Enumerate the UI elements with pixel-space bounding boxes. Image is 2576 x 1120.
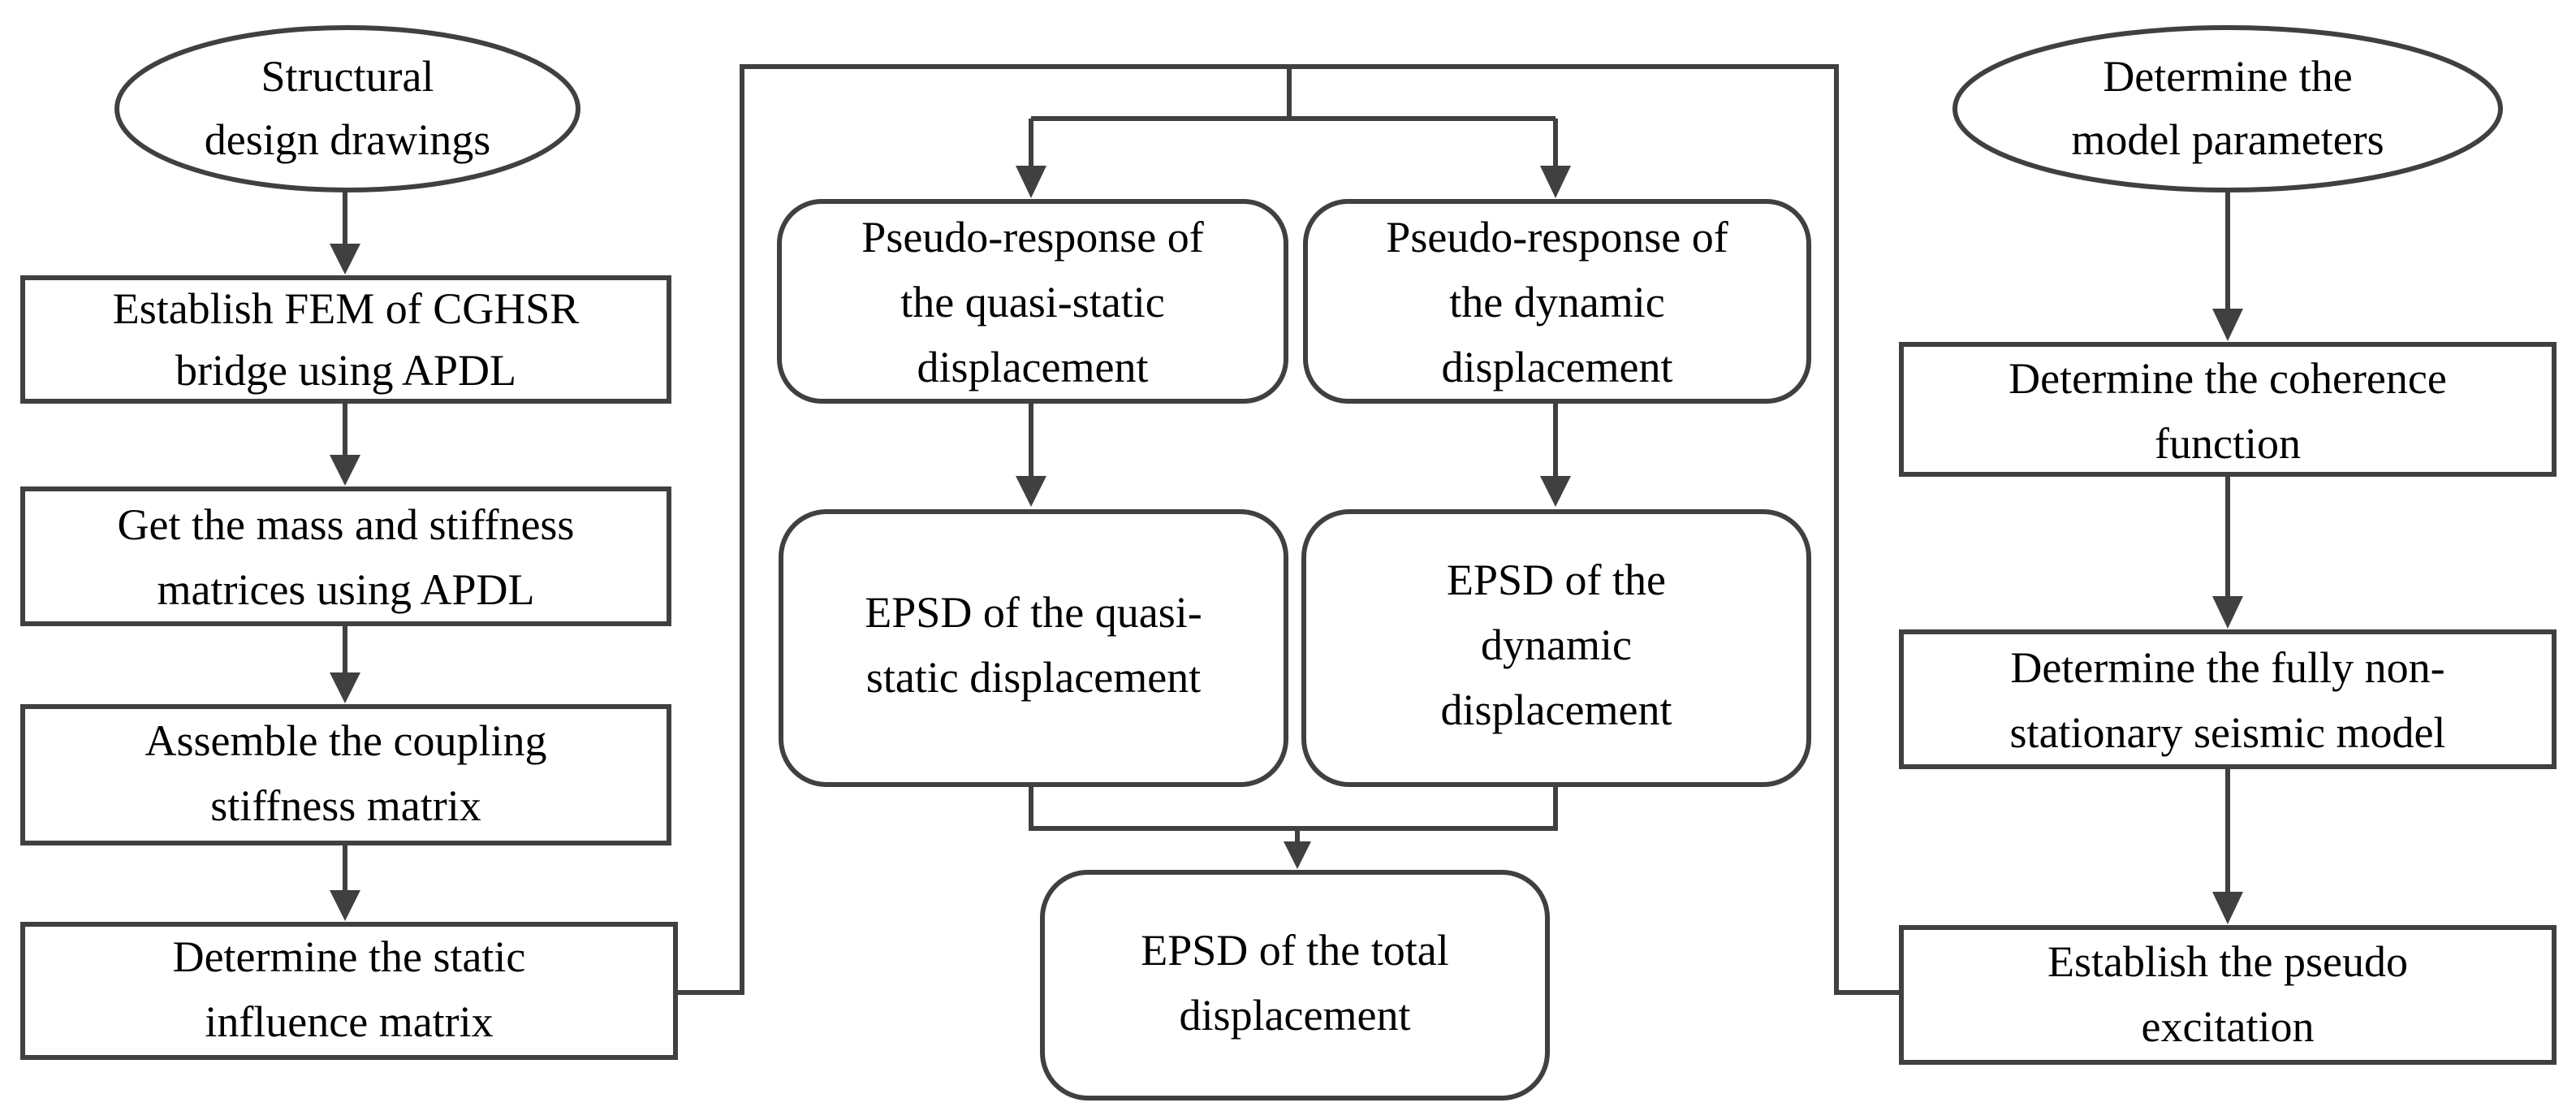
node-seismic-model: Determine the fully non- stationary seis…: [1899, 629, 2557, 769]
arrowhead: [2212, 596, 2243, 629]
node-text-line: stationary seismic model: [2010, 708, 2446, 757]
node-text-line: influence matrix: [205, 997, 493, 1046]
node-text-line: model parameters: [2071, 115, 2384, 164]
node-text-line: static displacement: [866, 653, 1201, 702]
node-text-line: displacement: [1180, 991, 1411, 1040]
process-box: [20, 704, 671, 845]
node-text-line: Establish the pseudo: [2047, 937, 2408, 986]
node-text-line: Assemble the coupling: [145, 716, 547, 765]
node-structural-drawings: Structural design drawings: [114, 25, 580, 192]
node-epsd-total: EPSD of the total displacement: [1040, 870, 1550, 1101]
node-text-line: Get the mass and stiffness: [118, 500, 575, 549]
arrowhead: [1016, 166, 1046, 198]
arrowhead: [2212, 892, 2243, 924]
node-text-line: EPSD of the: [1447, 556, 1666, 604]
start-ellipse: [114, 25, 580, 192]
node-pseudo-quasi-static: Pseudo-response of the quasi-static disp…: [777, 199, 1288, 404]
rounded-box: [777, 199, 1288, 404]
node-text-line: dynamic: [1481, 621, 1632, 669]
arrowhead: [1540, 166, 1571, 198]
connectors: [330, 64, 2243, 995]
node-static-influence: Determine the static influence matrix: [20, 922, 678, 1060]
node-text-line: Determine the fully non-: [2010, 643, 2444, 692]
node-text-line: excitation: [2142, 1002, 2315, 1051]
node-text-line: displacement: [917, 343, 1149, 391]
arrowhead: [330, 244, 360, 275]
rounded-box: [1301, 509, 1811, 787]
line-epsd-merge: [1029, 786, 1558, 831]
node-text-line: the dynamic: [1449, 278, 1664, 326]
rounded-box: [1040, 870, 1550, 1101]
node-pseudo-dynamic: Pseudo-response of the dynamic displacem…: [1303, 199, 1811, 404]
rounded-box: [1303, 199, 1811, 404]
node-text-line: matrices using APDL: [157, 565, 535, 614]
node-text-line: Pseudo-response of: [861, 213, 1203, 262]
process-box: [20, 275, 671, 404]
arrowhead: [1016, 476, 1046, 507]
node-assemble-coupling: Assemble the coupling stiffness matrix: [20, 704, 671, 845]
node-epsd-quasi-static: EPSD of the quasi- static displacement: [779, 509, 1288, 787]
node-text-line: Determine the: [2103, 52, 2352, 101]
process-box: [20, 922, 678, 1060]
node-text-line: bridge using APDL: [175, 346, 516, 395]
node-text-line: displacement: [1442, 343, 1673, 391]
rounded-box: [779, 509, 1288, 787]
arrowhead: [330, 455, 360, 486]
process-box: [1899, 342, 2557, 477]
arrowhead: [1284, 841, 1311, 869]
node-text-line: Establish FEM of CGHSR: [113, 284, 580, 333]
process-box: [1899, 925, 2557, 1065]
node-pseudo-excitation: Establish the pseudo excitation: [1899, 925, 2557, 1065]
node-epsd-dynamic: EPSD of the dynamic displacement: [1301, 509, 1811, 787]
node-coherence-function: Determine the coherence function: [1899, 342, 2557, 477]
node-text-line: Pseudo-response of: [1386, 213, 1728, 262]
node-text-line: Structural: [261, 52, 434, 101]
arrowhead: [2212, 309, 2243, 341]
node-text-line: function: [2155, 419, 2301, 468]
node-text-line: stiffness matrix: [210, 781, 481, 830]
arrowhead: [1540, 476, 1571, 507]
node-text-line: the quasi-static: [900, 278, 1164, 326]
node-text-line: Determine the coherence: [2009, 354, 2447, 403]
start-ellipse: [1952, 25, 2503, 192]
arrowhead: [330, 672, 360, 703]
node-text-line: EPSD of the total: [1141, 926, 1448, 975]
arrowhead: [330, 890, 360, 921]
process-box: [20, 486, 671, 626]
node-establish-fem: Establish FEM of CGHSR bridge using APDL: [20, 275, 671, 404]
node-get-matrices: Get the mass and stiffness matrices usin…: [20, 486, 671, 626]
node-text-line: Determine the static: [173, 932, 526, 981]
node-model-parameters: Determine the model parameters: [1952, 25, 2503, 192]
process-box: [1899, 629, 2557, 769]
node-text-line: displacement: [1441, 685, 1672, 734]
node-text-line: design drawings: [205, 115, 490, 164]
node-text-line: EPSD of the quasi-: [865, 588, 1202, 637]
